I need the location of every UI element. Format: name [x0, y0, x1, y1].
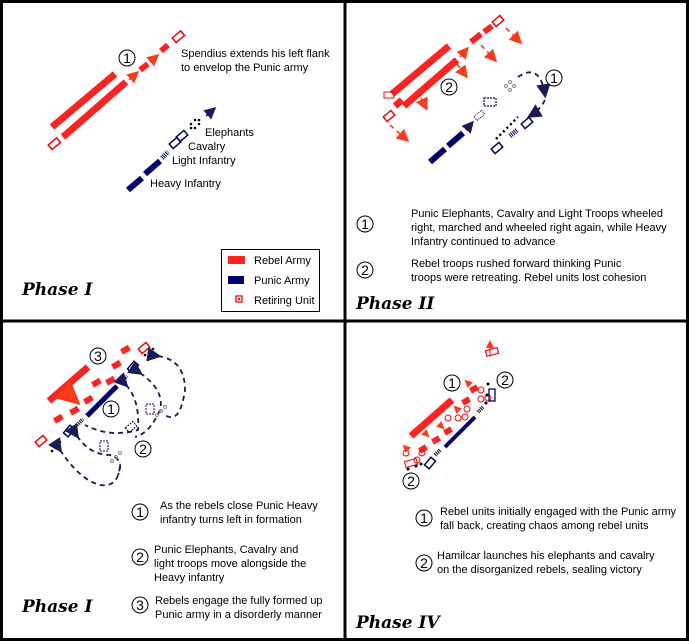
marker-number: 1 — [550, 70, 558, 86]
panel-phase-2: 1 2 1 Punic Elephants, Cavalry and Light… — [355, 14, 667, 314]
note-line: As the rebels close Punic Heavy — [160, 500, 318, 512]
phase-title: Phase II — [355, 294, 435, 314]
note-line: infantry turns left in formation — [160, 514, 302, 526]
note-number: 1 — [361, 216, 369, 232]
note-line: Punic army in a disorderly manner — [155, 609, 322, 621]
note-line: Punic Elephants, Cavalry and — [154, 544, 298, 556]
legend-label: Retiring Unit — [254, 295, 315, 307]
note-line: Hamilcar launches his elephants and cava… — [437, 550, 655, 562]
note-line: fall back, creating chaos among rebel un… — [440, 520, 649, 532]
note-line: Infantry continued to advance — [411, 236, 555, 248]
note-line: on the disorganized rebels, sealing vict… — [437, 564, 642, 576]
legend: Rebel Army Punic Army Retiring Unit — [221, 249, 320, 312]
note-number: 2 — [361, 262, 369, 278]
marker-number: 3 — [94, 348, 102, 364]
phase-title: Phase I — [21, 597, 93, 617]
panel-phase-3: 3 1 2 1 As the rebels close Punic Heavy … — [21, 341, 323, 621]
rebel-army-units — [382, 14, 523, 143]
elephants-label: Elephants — [205, 127, 254, 139]
elephants-icon — [189, 118, 201, 130]
note-line: Rebel units initially engaged with the P… — [440, 506, 677, 518]
note-line: Rebel troops rushed forward thinking Pun… — [411, 258, 622, 270]
rebel-army-units — [47, 29, 186, 151]
panel-phase-1: 1 Spendius extends his left flank to env… — [21, 29, 330, 312]
phase1-note-line: Spendius extends his left flank — [181, 48, 330, 60]
light-infantry-label: Light Infantry — [172, 155, 236, 167]
note-number: 3 — [136, 597, 144, 613]
heavy-infantry-label: Heavy Infantry — [150, 178, 221, 190]
marker-number: 2 — [407, 473, 415, 489]
marker-circle — [118, 49, 136, 67]
panel-phase-4: 1 2 2 1 Rebel units initially engaged wi… — [355, 340, 677, 633]
cavalry-label: Cavalry — [188, 141, 226, 153]
punic-army-units — [48, 347, 186, 487]
punic-swatch-icon — [228, 276, 244, 284]
retiring-unit-symbol-icon — [235, 295, 243, 303]
note-line: light troops move alongside the — [154, 558, 306, 570]
marker-number: 2 — [501, 372, 509, 388]
legend-label: Punic Army — [254, 275, 310, 287]
cavalry-icon — [175, 129, 189, 143]
note-number: 1 — [420, 510, 428, 526]
note-number: 2 — [420, 555, 428, 571]
note-line: Rebels engage the fully formed up — [155, 595, 323, 607]
phase-title: Phase IV — [355, 613, 441, 633]
note-number: 2 — [136, 549, 144, 565]
light-infantry-icon — [160, 150, 170, 160]
note-line: troops were retreating. Rebel units lost… — [411, 272, 646, 284]
note-number: 1 — [136, 504, 144, 520]
phase-title: Phase I — [21, 280, 93, 300]
note-line: Heavy infantry — [154, 572, 225, 584]
note-line: right, marched and wheeled right again, … — [411, 222, 667, 234]
legend-label: Rebel Army — [254, 255, 311, 267]
phase1-note-line: to envelop the Punic army — [181, 62, 309, 74]
retiring-unit-icon — [171, 29, 186, 44]
marker-number: 2 — [445, 79, 453, 95]
rebel-swatch-icon — [228, 256, 245, 264]
marker-number: 1 — [107, 401, 115, 417]
retiring-unit-icon — [47, 136, 62, 151]
marker-number: 1 — [123, 50, 131, 66]
marker-number: 1 — [448, 375, 456, 391]
punic-army-units — [428, 71, 551, 165]
note-line: Punic Elephants, Cavalry and Light Troop… — [411, 208, 663, 220]
marker-number: 2 — [139, 441, 147, 457]
rebel-army-units — [34, 341, 151, 448]
punic-army-units — [406, 382, 496, 471]
punic-army-units — [126, 107, 217, 193]
